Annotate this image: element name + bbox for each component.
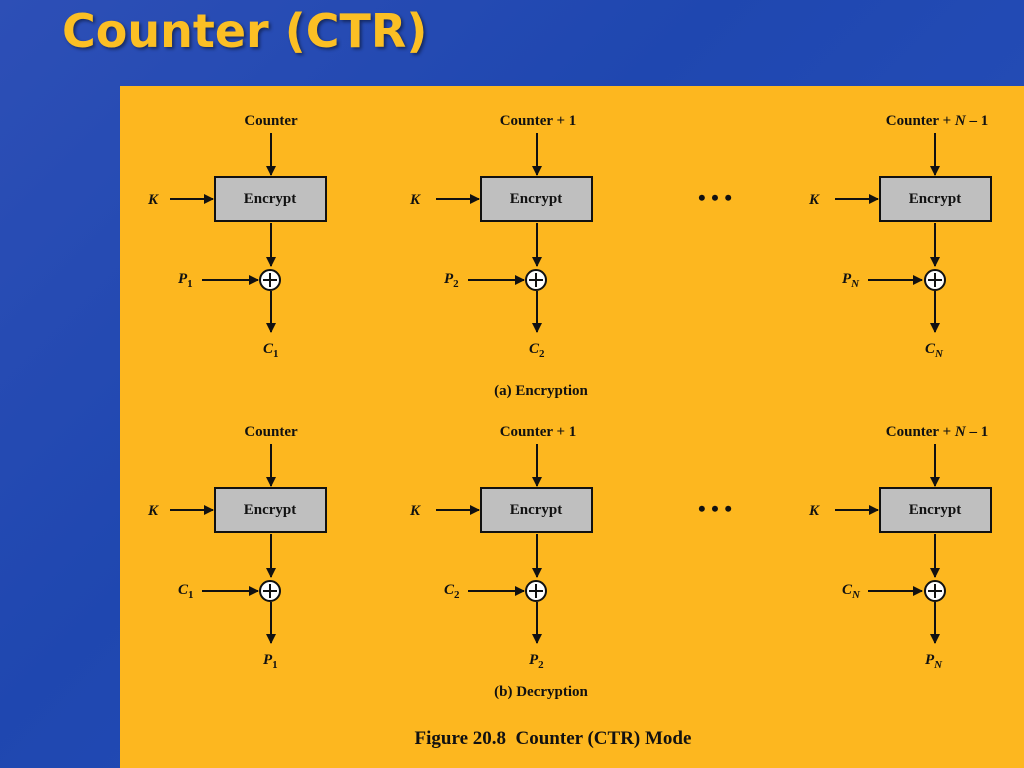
ciphertext-input-label: CN [842,582,861,601]
encrypt-block-label: Encrypt [909,191,962,207]
xor-icon [259,269,281,291]
encrypt-block-label: Encrypt [510,191,563,207]
plaintext-input-label: PN [842,271,860,290]
encrypt-block [480,487,593,533]
plaintext-output-label: P2 [529,652,544,671]
figure-caption: Figure 20.8 Counter (CTR) Mode [415,728,692,749]
slide-title: Counter (CTR) [62,4,428,58]
xor-icon [924,269,946,291]
ctr-mode-diagram: Counter K Encrypt P1 C1 Counter + [147,113,992,749]
encryption-section: Counter K Encrypt P1 C1 Counter + [147,113,992,399]
counter-label: Counter [244,424,298,440]
ciphertext-output-label: C1 [263,341,279,360]
figure-panel: Counter K Encrypt P1 C1 Counter + [120,86,1024,768]
key-label: K [808,503,820,519]
ciphertext-input-label: C2 [444,582,460,601]
encryption-label: (a) Encryption [494,383,588,399]
encryption-stage-n: Counter + N – 1 K Encrypt PN CN [808,113,992,360]
encryption-stage-1: Counter K Encrypt P1 C1 [147,113,327,360]
encrypt-block-label: Encrypt [244,502,297,518]
encrypt-block [879,487,992,533]
encrypt-block-label: Encrypt [244,191,297,207]
key-label: K [147,192,159,208]
ciphertext-output-label: C2 [529,341,545,360]
encrypt-block-label: Encrypt [909,502,962,518]
encrypt-block [480,176,593,222]
ellipsis: • • • [698,496,732,521]
decryption-label: (b) Decryption [494,684,588,700]
decryption-section: Counter K Encrypt C1 P1 Counter + [147,424,992,700]
counter-label: Counter + N – 1 [886,424,988,440]
ellipsis: • • • [698,185,732,210]
xor-icon [924,580,946,602]
xor-icon [525,580,547,602]
plaintext-input-label: P2 [444,271,459,290]
decryption-stage-2: Counter + 1 K Encrypt C2 P2 [409,424,593,671]
encrypt-block [214,176,327,222]
key-label: K [147,503,159,519]
plaintext-input-label: P1 [178,271,193,290]
ciphertext-output-label: CN [925,341,944,360]
decryption-stage-n: Counter + N – 1 K Encrypt CN PN [808,424,992,671]
counter-label: Counter + N – 1 [886,113,988,129]
counter-label: Counter + 1 [500,424,577,440]
encrypt-block [879,176,992,222]
xor-icon [259,580,281,602]
encrypt-block [214,487,327,533]
xor-icon [525,269,547,291]
encryption-stage-2: Counter + 1 K Encrypt P2 C2 [409,113,593,360]
decryption-stage-1: Counter K Encrypt C1 P1 [147,424,327,671]
key-label: K [808,192,820,208]
key-label: K [409,503,421,519]
plaintext-output-label: PN [925,652,943,671]
encrypt-block-label: Encrypt [510,502,563,518]
plaintext-output-label: P1 [263,652,278,671]
key-label: K [409,192,421,208]
ciphertext-input-label: C1 [178,582,194,601]
counter-label: Counter + 1 [500,113,577,129]
counter-label: Counter [244,113,298,129]
